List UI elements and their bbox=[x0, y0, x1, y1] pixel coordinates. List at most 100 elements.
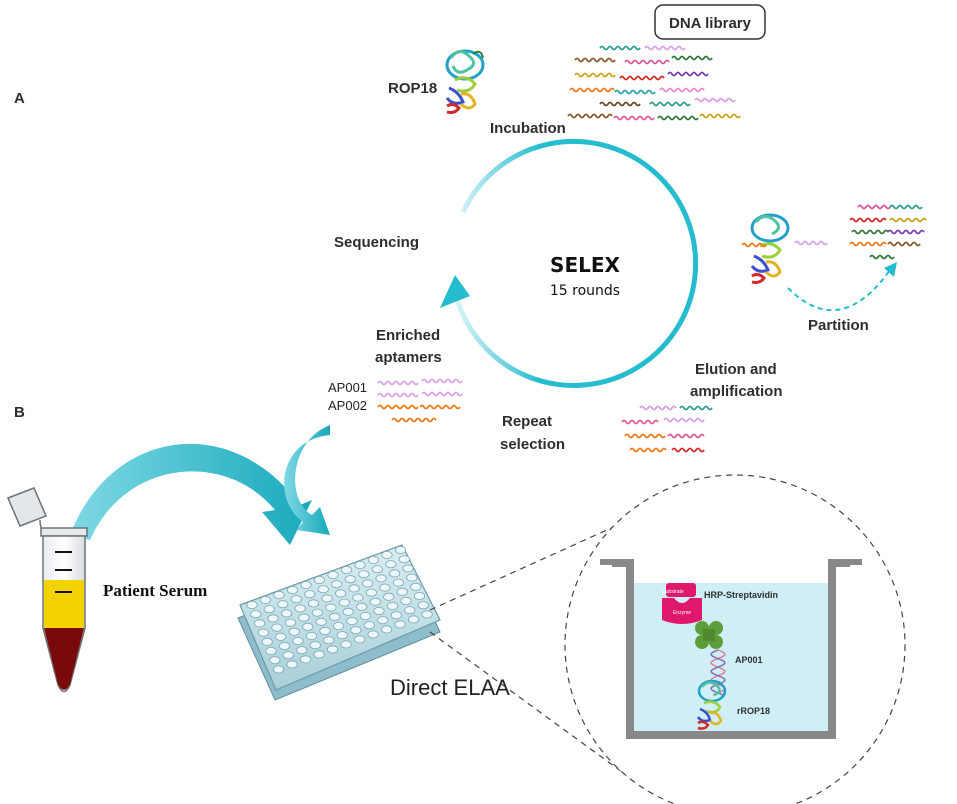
plate-well bbox=[417, 601, 429, 610]
elution-oligo bbox=[679, 405, 713, 411]
partition-arrowhead bbox=[884, 262, 897, 277]
plate-well bbox=[390, 611, 402, 620]
repeat-label-line2: selection bbox=[500, 436, 565, 453]
plate-well bbox=[386, 602, 399, 611]
partition-dashed-arrow bbox=[787, 269, 891, 312]
plate-well bbox=[311, 608, 323, 617]
plate-well bbox=[299, 655, 312, 664]
plate-well bbox=[371, 565, 383, 574]
patient-serum-label: Patient Serum bbox=[103, 581, 207, 600]
partitioned-oligo bbox=[849, 241, 887, 247]
plate-well bbox=[302, 622, 314, 631]
ap001-label: AP001 bbox=[328, 380, 367, 395]
well-cross-section bbox=[600, 559, 862, 739]
bound-oligo bbox=[741, 242, 767, 248]
plate-well bbox=[321, 594, 333, 603]
aptamer-oligo bbox=[377, 392, 419, 398]
library-oligo bbox=[699, 113, 741, 119]
plate-well bbox=[394, 546, 407, 555]
aptamer-oligo bbox=[391, 417, 437, 423]
serum-layer bbox=[44, 580, 84, 628]
elution-oligo bbox=[624, 433, 666, 439]
plate-well bbox=[275, 632, 287, 641]
library-oligo bbox=[614, 89, 656, 95]
library-oligo bbox=[619, 75, 665, 81]
plate-well bbox=[298, 613, 310, 622]
plate-well bbox=[259, 596, 272, 605]
plate-well bbox=[361, 579, 374, 588]
plate-well bbox=[315, 617, 327, 626]
plate-well bbox=[261, 637, 273, 646]
serum-to-plate-arrow bbox=[70, 443, 312, 545]
plate-well bbox=[329, 612, 341, 621]
library-oligo bbox=[667, 71, 709, 77]
elution-oligos bbox=[621, 405, 713, 453]
substrate-label: Substrate bbox=[662, 589, 684, 595]
library-oligo bbox=[613, 115, 655, 121]
plate-well bbox=[265, 647, 277, 656]
partition-oligos bbox=[741, 204, 927, 260]
plate-well bbox=[273, 591, 285, 600]
library-oligo bbox=[659, 87, 705, 93]
helix-strand bbox=[710, 649, 726, 696]
plate-well bbox=[338, 598, 350, 607]
library-oligo bbox=[694, 97, 736, 103]
plate-well bbox=[286, 660, 298, 669]
dna-library-oligos bbox=[567, 45, 741, 121]
direct-elaa-label: Direct ELAA bbox=[390, 675, 510, 700]
plate-well bbox=[358, 570, 370, 579]
plate-well bbox=[327, 571, 339, 580]
plate-well bbox=[334, 589, 347, 598]
elution-oligo bbox=[629, 447, 667, 453]
plate-well bbox=[367, 630, 379, 639]
elution-oligo bbox=[639, 405, 677, 411]
plate-well bbox=[307, 599, 320, 608]
plate-well bbox=[292, 637, 304, 646]
partitioned-oligo bbox=[857, 204, 891, 210]
elution-label-line2: amplification bbox=[690, 383, 783, 400]
selex-title: SELEX bbox=[550, 253, 620, 277]
plate-well bbox=[394, 620, 406, 629]
plate-well bbox=[286, 586, 299, 595]
elution-oligo bbox=[671, 447, 705, 453]
plate-well bbox=[421, 610, 433, 619]
plate-well bbox=[305, 632, 318, 641]
plate-well bbox=[379, 583, 391, 592]
plate-well bbox=[331, 580, 343, 589]
plate-well bbox=[404, 606, 416, 615]
plate-well bbox=[340, 640, 352, 649]
incubation-label: Incubation bbox=[490, 120, 566, 137]
partitioned-oligo bbox=[887, 241, 921, 247]
plate-well bbox=[344, 575, 356, 584]
sequencing-label: Sequencing bbox=[334, 234, 419, 251]
plate-well bbox=[323, 636, 335, 645]
plate-well bbox=[388, 569, 401, 578]
selex-rounds: 15 rounds bbox=[550, 283, 620, 299]
ap001-well-label: AP001 bbox=[735, 655, 763, 665]
elution-oligo bbox=[667, 433, 705, 439]
plate-well bbox=[342, 607, 354, 616]
plate-well bbox=[290, 595, 302, 604]
aptamer-oligo bbox=[377, 404, 419, 410]
plate-well bbox=[373, 607, 385, 616]
plate-well bbox=[277, 600, 289, 609]
plate-well bbox=[332, 622, 345, 631]
partitioned-oligo bbox=[869, 254, 895, 260]
rrop18-protein-icon bbox=[696, 679, 727, 730]
hrp-streptavidin-label: HRP-Streptavidin bbox=[704, 590, 778, 600]
plate-well bbox=[350, 626, 362, 635]
plate-well bbox=[354, 561, 366, 570]
enriched-label-line2: aptamers bbox=[375, 349, 442, 366]
plate-well bbox=[340, 566, 353, 575]
plate-well bbox=[410, 582, 422, 591]
plate-well bbox=[400, 597, 412, 606]
ap002-label: AP002 bbox=[328, 398, 367, 413]
plate-well bbox=[254, 619, 266, 628]
partition-label: Partition bbox=[808, 317, 869, 334]
blood-layer bbox=[44, 628, 84, 690]
plate-well bbox=[413, 592, 426, 601]
panel-label-a: A bbox=[14, 90, 25, 107]
partitioned-oligo bbox=[889, 217, 927, 223]
plate-well bbox=[282, 651, 294, 660]
